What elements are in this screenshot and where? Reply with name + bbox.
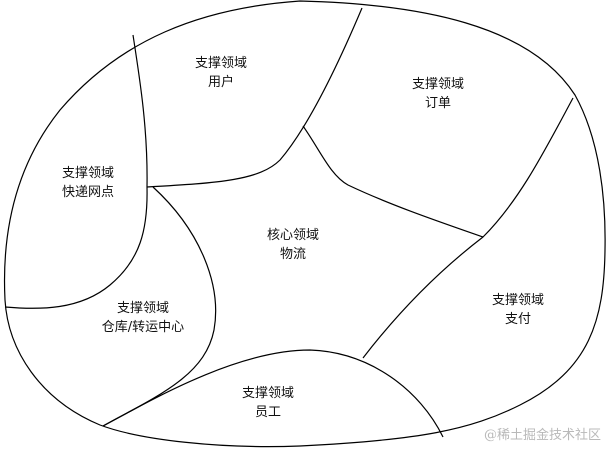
watermark: @稀土掘金技术社区 (483, 428, 601, 443)
divider-staff (102, 349, 444, 438)
region-outlet: 支撑领域 快递网点 (62, 164, 114, 202)
region-warehouse-type: 支撑领域 (116, 301, 170, 316)
divider-core-order (302, 125, 484, 238)
region-user: 支撑领域 用户 (195, 54, 247, 92)
divider-outlet-warehouse (4, 186, 148, 309)
region-staff-name: 员工 (254, 405, 282, 420)
divider-user-outlet (132, 34, 148, 188)
region-payment: 支撑领域 支付 (492, 291, 544, 329)
region-outlet-name: 快递网点 (61, 185, 115, 200)
region-core: 核心领域 物流 (267, 226, 319, 264)
outer-boundary (3, 0, 606, 448)
region-payment-type: 支撑领域 (491, 293, 545, 308)
region-warehouse: 支撑领域 仓库/转运中心 (102, 299, 184, 337)
region-outlet-type: 支撑领域 (61, 166, 115, 181)
region-user-name: 用户 (207, 75, 235, 90)
region-user-type: 支撑领域 (194, 56, 248, 71)
divider-user-order (146, 7, 363, 188)
region-warehouse-name: 仓库/转运中心 (101, 320, 185, 335)
region-core-type: 核心领域 (266, 228, 320, 243)
region-order: 支撑领域 订单 (412, 75, 464, 113)
region-staff-type: 支撑领域 (241, 386, 295, 401)
region-payment-name: 支付 (504, 312, 532, 327)
region-core-name: 物流 (279, 247, 307, 262)
divider-order-payment (362, 97, 574, 359)
region-staff: 支撑领域 员工 (242, 384, 294, 422)
region-order-type: 支撑领域 (411, 77, 465, 92)
region-order-name: 订单 (424, 96, 452, 111)
divider-core-warehouse (102, 186, 217, 427)
